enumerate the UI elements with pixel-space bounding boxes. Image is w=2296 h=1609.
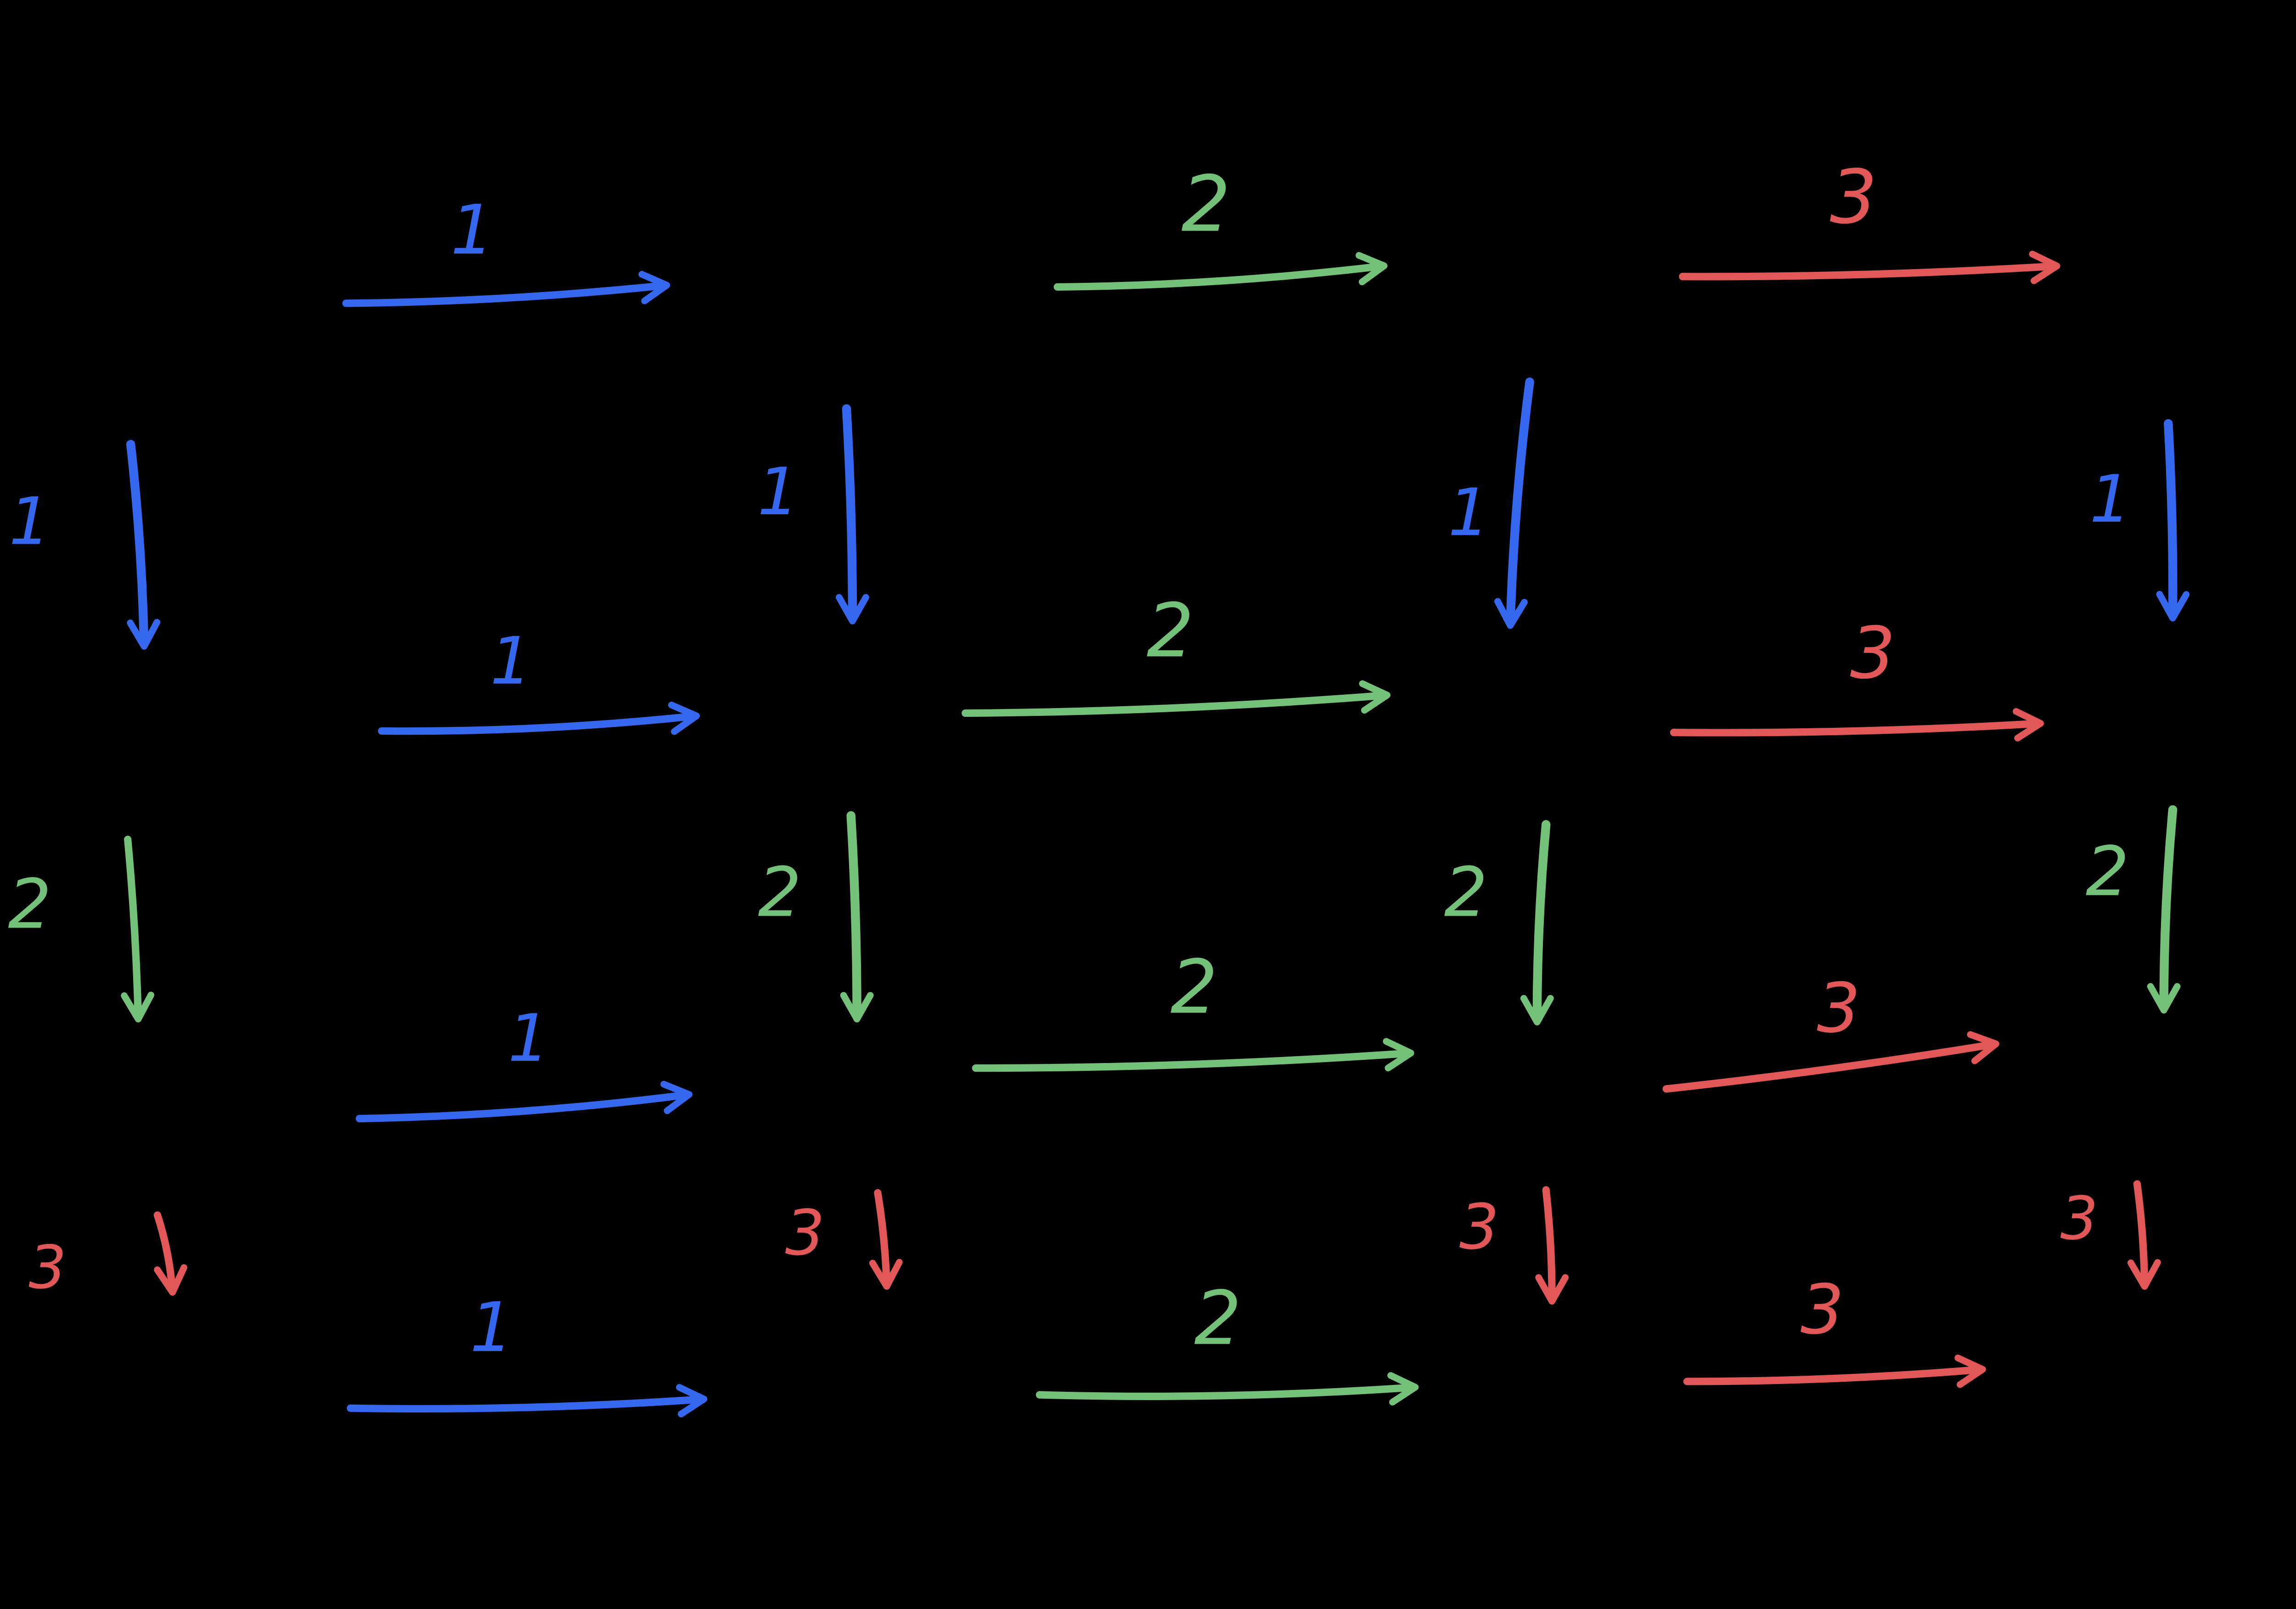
arrow-v-r1-c2: 2 — [1444, 820, 1554, 1026]
arrow-stroke-h-r2-c0 — [355, 1080, 692, 1123]
arrow-label-v-r2-c2: 3 — [1459, 1191, 1499, 1264]
arrow-h-r0-c1: 2 — [1053, 159, 1388, 291]
arrow-stroke-v-r2-c3 — [2127, 1180, 2161, 1290]
arrow-stroke-h-r1-c1 — [962, 680, 1390, 717]
arrow-label-h-r3-c2: 3 — [1801, 1270, 1844, 1350]
arrow-stroke-v-r1-c2 — [1520, 820, 1554, 1026]
arrow-stroke-h-r0-c0 — [342, 271, 670, 307]
arrow-v-r0-c1: 1 — [757, 404, 869, 624]
arrow-v-r0-c2: 1 — [1448, 377, 1534, 629]
arrow-stroke-h-r3-c2 — [1683, 1354, 1986, 1388]
arrow-v-r1-c3: 2 — [2086, 805, 2181, 1014]
arrow-v-r0-c3: 1 — [2089, 419, 2190, 622]
arrow-stroke-v-r0-c2 — [1494, 377, 1534, 629]
arrow-label-h-r1-c0: 1 — [490, 623, 532, 699]
arrow-h-r0-c0: 1 — [342, 191, 670, 307]
arrow-v-r1-c1: 2 — [758, 811, 874, 1023]
arrow-label-v-r2-c0: 3 — [28, 1233, 66, 1302]
arrow-label-h-r3-c0: 1 — [470, 1288, 513, 1367]
arrow-v-r2-c3: 3 — [2060, 1180, 2161, 1290]
arrow-stroke-v-r2-c2 — [1535, 1186, 1569, 1305]
arrow-stroke-h-r1-c2 — [1670, 708, 2044, 742]
arrow-h-r1-c1: 2 — [962, 588, 1390, 717]
arrow-h-r3-c0: 1 — [347, 1288, 708, 1418]
arrow-stroke-h-r2-c1 — [972, 1038, 1414, 1072]
arrow-stroke-v-r1-c1 — [840, 811, 874, 1023]
arrow-label-h-r0-c0: 1 — [450, 191, 494, 270]
arrow-label-h-r1-c2: 3 — [1850, 612, 1896, 695]
arrow-label-v-r1-c0: 2 — [8, 865, 51, 945]
arrow-stroke-v-r0-c0 — [126, 440, 161, 650]
arrow-stroke-h-r0-c1 — [1053, 252, 1388, 291]
arrow-h-r3-c2: 3 — [1683, 1270, 1986, 1388]
arrow-stroke-v-r1-c0 — [121, 835, 155, 1023]
arrow-v-r2-c0: 3 — [28, 1211, 187, 1302]
arrow-stroke-v-r0-c3 — [2156, 419, 2190, 622]
arrow-label-v-r1-c2: 2 — [1444, 853, 1488, 933]
arrow-h-r1-c0: 1 — [378, 623, 700, 735]
arrow-h-r2-c2: 3 — [1662, 969, 1999, 1093]
arrow-v-r2-c2: 3 — [1459, 1186, 1569, 1305]
arrow-stroke-v-r2-c0 — [153, 1211, 187, 1296]
arrow-stroke-h-r3-c1 — [1035, 1372, 1419, 1406]
arrow-label-h-r2-c2: 3 — [1817, 969, 1861, 1048]
arrow-label-v-r0-c1: 1 — [757, 454, 799, 530]
arrow-v-r0-c0: 1 — [9, 440, 161, 650]
arrow-label-v-r1-c1: 2 — [758, 853, 802, 933]
arrow-label-v-r0-c2: 1 — [1448, 474, 1490, 551]
arrow-h-r0-c2: 3 — [1679, 154, 2060, 284]
arrow-v-r1-c0: 2 — [8, 835, 155, 1023]
arrow-label-v-r1-c3: 2 — [2086, 832, 2129, 911]
arrow-h-r3-c1: 2 — [1035, 1276, 1419, 1406]
arrow-label-h-r2-c0: 1 — [508, 1000, 550, 1076]
arrow-stroke-h-r0-c2 — [1679, 250, 2060, 284]
arrow-stroke-h-r3-c0 — [347, 1384, 708, 1418]
arrow-label-v-r0-c0: 1 — [9, 484, 51, 560]
arrow-label-h-r0-c1: 2 — [1182, 159, 1231, 249]
arrow-stroke-h-r1-c0 — [378, 702, 700, 735]
arrow-label-h-r2-c1: 2 — [1171, 945, 1218, 1031]
arrow-stroke-h-r2-c2 — [1662, 1031, 1999, 1093]
arrow-stroke-v-r2-c1 — [869, 1189, 903, 1290]
arrow-v-r2-c1: 3 — [785, 1189, 903, 1290]
arrow-h-r2-c0: 1 — [355, 1000, 692, 1123]
arrow-label-h-r3-c1: 2 — [1194, 1276, 1242, 1362]
arrow-stroke-v-r1-c3 — [2147, 805, 2181, 1014]
arrow-h-r1-c2: 3 — [1670, 612, 2044, 742]
arrow-label-v-r2-c3: 3 — [2060, 1184, 2098, 1253]
arrow-label-v-r0-c3: 1 — [2089, 461, 2131, 537]
arrow-label-h-r1-c1: 2 — [1147, 588, 1194, 674]
arrow-stroke-v-r0-c1 — [836, 404, 869, 624]
arrow-h-r2-c1: 2 — [972, 945, 1414, 1072]
arrow-label-h-r0-c2: 3 — [1830, 154, 1877, 241]
arrow-label-v-r2-c1: 3 — [785, 1197, 825, 1270]
